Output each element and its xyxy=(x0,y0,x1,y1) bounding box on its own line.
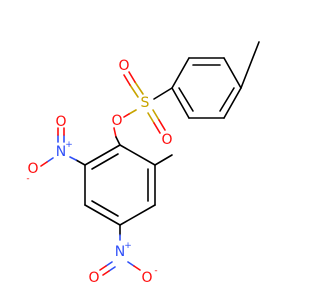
bond xyxy=(133,265,141,271)
bond xyxy=(46,157,54,163)
bond xyxy=(127,261,135,267)
bond xyxy=(119,204,156,226)
bond-double xyxy=(123,74,131,86)
bond-double xyxy=(152,109,160,121)
bond-double xyxy=(129,84,139,98)
bond xyxy=(223,87,242,119)
nitro-group-2 xyxy=(99,224,141,276)
atom-nitrogen-label: N xyxy=(115,244,125,260)
atom-oxygen-label: O xyxy=(55,114,66,130)
bond xyxy=(84,204,121,226)
bond-double xyxy=(108,266,116,272)
bond-double xyxy=(99,265,107,271)
dinitrophenyl-ring xyxy=(84,144,173,226)
atom-oxygen-label: O xyxy=(27,161,38,177)
bond-double xyxy=(147,112,155,124)
bond-double xyxy=(102,270,110,276)
bond-double-inner xyxy=(219,87,235,112)
atom-nitrogen-label: N xyxy=(56,144,66,160)
bond xyxy=(119,144,156,166)
bond-double xyxy=(158,119,166,131)
bond xyxy=(75,159,86,166)
bond xyxy=(69,156,77,161)
atom-oxygen-label: O xyxy=(118,58,129,74)
bond xyxy=(223,57,242,89)
tolyl-ring xyxy=(171,41,260,119)
bond-double xyxy=(105,261,113,267)
bond xyxy=(113,127,117,138)
atom-charge-label: + xyxy=(124,241,132,251)
bond-double-inner xyxy=(178,87,194,112)
bond xyxy=(153,87,173,100)
bond xyxy=(84,144,121,166)
bond xyxy=(128,109,137,115)
atom-sulfur-label: S xyxy=(141,95,150,111)
bond xyxy=(171,57,190,89)
bond-double-inner xyxy=(91,200,119,217)
bond-double-inner xyxy=(91,153,119,170)
sulfonyl-group xyxy=(123,71,166,134)
bond xyxy=(123,113,130,118)
bond xyxy=(115,136,121,146)
atom-charge-label: - xyxy=(26,174,29,184)
bond-methyl xyxy=(154,154,173,166)
bond-methyl xyxy=(240,41,260,89)
atom-charge-label: + xyxy=(65,140,73,150)
bond-double xyxy=(128,71,136,83)
atom-oxygen-label: O xyxy=(141,270,152,286)
atom-charge-label: - xyxy=(154,266,157,276)
bond-double xyxy=(134,81,144,95)
bond xyxy=(171,87,190,119)
nitro-group-1 xyxy=(40,127,86,167)
atom-oxygen-label: O xyxy=(88,270,99,286)
atom-oxygen-label: O xyxy=(161,132,172,148)
molecule-structure-diagram: S O O O N + O O - N + O O - xyxy=(26,41,260,286)
atom-oxygen-label: O xyxy=(111,113,122,129)
bond-double xyxy=(153,122,161,134)
bond xyxy=(40,161,48,167)
